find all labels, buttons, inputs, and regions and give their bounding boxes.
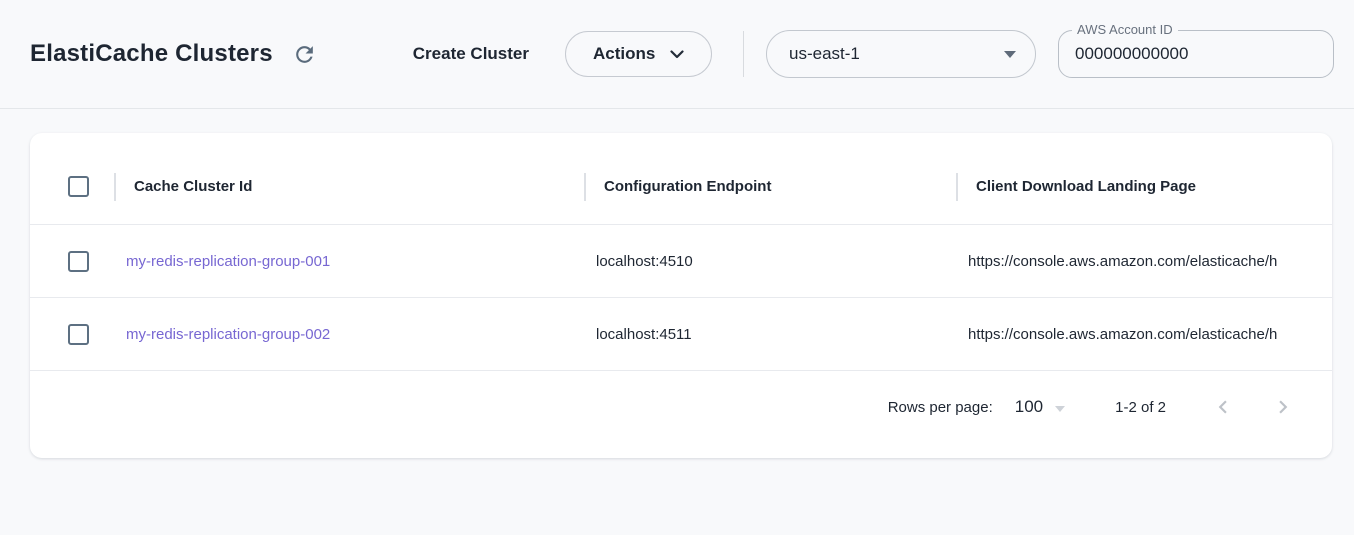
configuration-endpoint-cell: localhost:4511: [596, 325, 692, 343]
account-id-field[interactable]: AWS Account ID: [1058, 22, 1334, 78]
account-id-input[interactable]: [1059, 44, 1333, 64]
table-header-row: Cache Cluster Id Configuration Endpoint …: [30, 149, 1332, 225]
rows-per-page-value: 100: [1014, 397, 1044, 416]
landing-page-cell: https://console.aws.amazon.com/elasticac…: [968, 325, 1278, 343]
landing-page-cell: https://console.aws.amazon.com/elasticac…: [968, 252, 1278, 270]
rows-per-page-label: Rows per page:: [887, 398, 993, 416]
table-row: my-redis-replication-group-002 localhost…: [30, 298, 1332, 371]
row-checkbox[interactable]: [67, 250, 89, 272]
column-header-cache-cluster-id[interactable]: Cache Cluster Id: [114, 172, 584, 201]
refresh-button[interactable]: [287, 36, 323, 72]
refresh-icon: [292, 42, 317, 67]
create-cluster-button[interactable]: Create Cluster: [412, 44, 529, 63]
configuration-endpoint-cell: localhost:4510: [596, 252, 693, 270]
column-header-configuration-endpoint[interactable]: Configuration Endpoint: [584, 172, 956, 201]
checkbox-icon: [67, 176, 89, 197]
row-checkbox-cell: [30, 250, 114, 272]
cluster-link[interactable]: my-redis-replication-group-001: [126, 252, 331, 270]
column-header-client-download-landing-page[interactable]: Client Download Landing Page: [956, 172, 1332, 201]
column-header-label: Cache Cluster Id: [134, 178, 253, 195]
row-checkbox[interactable]: [67, 323, 89, 345]
region-select-value: us-east-1: [789, 44, 860, 63]
top-bar: ElastiCache Clusters Create Cluster Acti…: [0, 0, 1354, 109]
rows-per-page-select[interactable]: 100: [1014, 397, 1066, 417]
caret-down-icon: [1055, 405, 1066, 412]
checkbox-icon: [67, 250, 89, 272]
select-all-checkbox[interactable]: [67, 176, 89, 197]
row-checkbox-cell: [30, 323, 114, 345]
actions-button-label: Actions: [593, 44, 656, 63]
caret-down-icon: [1004, 50, 1016, 58]
pagination-range: 1-2 of 2: [1115, 398, 1166, 416]
header-divider: [743, 31, 744, 77]
region-select[interactable]: us-east-1: [766, 30, 1036, 78]
account-id-label: AWS Account ID: [1072, 22, 1178, 37]
clusters-table-card: Cache Cluster Id Configuration Endpoint …: [30, 133, 1332, 458]
page-title: ElastiCache Clusters: [30, 40, 273, 67]
column-separator: [584, 172, 586, 201]
chevron-left-icon: [1210, 394, 1236, 420]
column-header-label: Configuration Endpoint: [604, 178, 772, 195]
cluster-link[interactable]: my-redis-replication-group-002: [126, 325, 331, 343]
column-header-label: Client Download Landing Page: [976, 178, 1197, 195]
chevron-right-icon: [1270, 394, 1296, 420]
chevron-down-icon: [670, 49, 684, 59]
header-checkbox-cell: [30, 176, 114, 197]
table-row: my-redis-replication-group-001 localhost…: [30, 225, 1332, 298]
actions-button[interactable]: Actions: [565, 31, 713, 77]
checkbox-icon: [67, 323, 89, 345]
cache-cluster-id-cell: my-redis-replication-group-002: [114, 326, 584, 343]
table-footer: Rows per page: 100 1-2 of 2: [30, 371, 1332, 443]
cache-cluster-id-cell: my-redis-replication-group-001: [114, 253, 584, 270]
previous-page-button[interactable]: [1206, 390, 1240, 424]
next-page-button[interactable]: [1266, 390, 1300, 424]
column-separator: [956, 172, 958, 201]
column-separator: [114, 172, 116, 201]
